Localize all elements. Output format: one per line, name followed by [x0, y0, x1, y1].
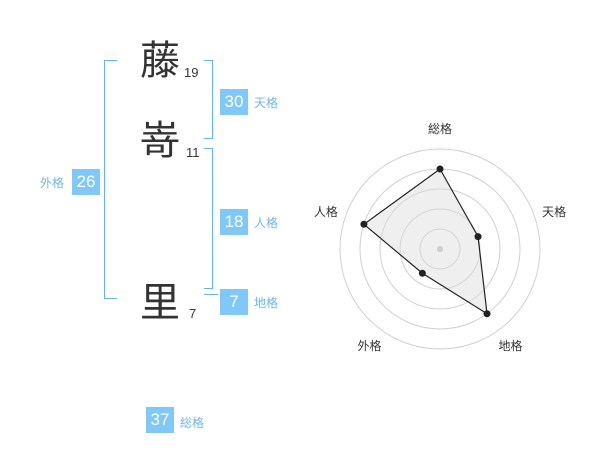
- chikaku-value-badge: 7: [220, 289, 248, 315]
- tenkaku-bracket: [204, 60, 213, 139]
- tenkaku-value-badge: 30: [220, 89, 248, 115]
- soukaku-label: 総格: [180, 416, 205, 430]
- radar-center: [437, 246, 443, 252]
- radar-ring-1: [419, 228, 461, 270]
- radar-ring-3: [379, 188, 501, 310]
- stroke-count-3: 7: [189, 306, 197, 321]
- radar-points: [360, 165, 491, 318]
- radar-point-2: [474, 233, 482, 241]
- radar-axis-label-1: 総格: [428, 121, 452, 136]
- stroke-count-1: 19: [184, 65, 199, 80]
- jinkaku-bracket: [204, 148, 213, 289]
- jinkaku-value-badge: 18: [220, 209, 248, 235]
- radar-axis-label-5: 人格: [314, 204, 338, 219]
- gaikaku-bracket: [104, 60, 117, 299]
- soukaku-value-badge: 37: [146, 407, 174, 433]
- chikaku-label: 地格: [254, 296, 279, 310]
- radar-point-4: [418, 269, 426, 277]
- radar-axis-label-3: 地格: [499, 338, 523, 353]
- stroke-count-2: 11: [186, 145, 200, 160]
- gaikaku-label: 外格: [40, 176, 65, 190]
- name-char-3: 里: [140, 280, 180, 326]
- radar-axis-label-2: 天格: [542, 204, 566, 219]
- tenkaku-label: 天格: [254, 96, 279, 110]
- radar-point-1: [436, 165, 444, 173]
- gaikaku-value-badge: 26: [72, 169, 100, 195]
- radar-point-3: [483, 310, 491, 318]
- radar-rings: [339, 148, 541, 350]
- chikaku-connector: [204, 294, 218, 295]
- jinkaku-label: 人格: [254, 216, 279, 230]
- radar-ring-5: [339, 148, 541, 350]
- name-char-1: 藤: [140, 38, 180, 84]
- radar-axis-label-4: 外格: [357, 338, 381, 353]
- radar-area: [362, 168, 488, 315]
- radar-point-5: [360, 220, 368, 228]
- name-char-2: 嵜: [140, 118, 180, 164]
